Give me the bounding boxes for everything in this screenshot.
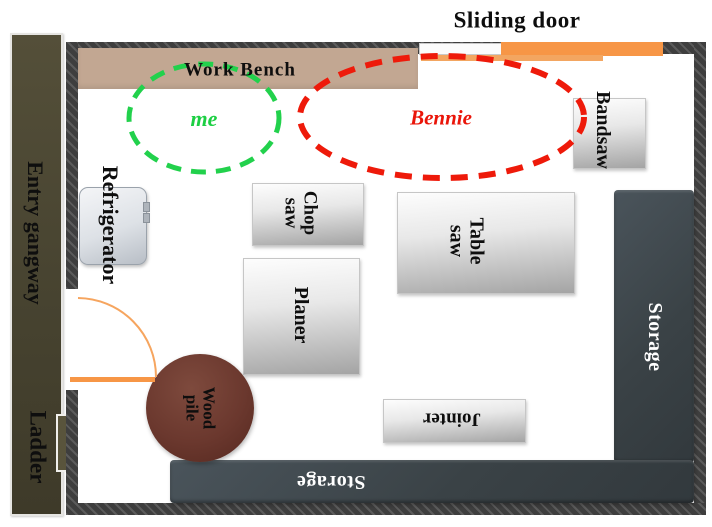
storage-bottom xyxy=(170,460,694,503)
refrigerator-label: Refrigerator xyxy=(98,165,124,285)
table-saw-label: Table saw xyxy=(445,217,488,265)
sliding-door-panel-inner xyxy=(421,55,603,61)
work-bench-label: Work Bench xyxy=(184,59,296,81)
refrigerator xyxy=(79,187,147,265)
work-bench xyxy=(78,48,418,89)
wall-bottom xyxy=(66,503,706,515)
bennie-zone-label: Bennie xyxy=(410,105,472,130)
chop-saw xyxy=(252,183,364,246)
wood-pile-label: Wood pile xyxy=(182,386,219,430)
table-saw xyxy=(397,192,575,294)
planer-label: Planer xyxy=(290,286,313,344)
me-zone-ellipse xyxy=(126,61,282,175)
storage-right xyxy=(614,190,694,463)
wood-pile xyxy=(146,354,254,462)
chop-saw-label: Chop saw xyxy=(280,190,321,236)
entry-door-panel xyxy=(70,377,155,382)
entry-gangway-label: Entry gangway xyxy=(23,161,49,305)
wall-left-lower xyxy=(66,390,78,515)
wall-right xyxy=(694,42,706,515)
planer xyxy=(243,258,360,375)
bennie-zone-ellipse xyxy=(297,53,587,181)
bandsaw-label: Bandsaw xyxy=(592,91,615,169)
refrigerator-handle xyxy=(143,213,150,223)
entry-door-arc xyxy=(77,297,157,378)
ladder-label: Ladder xyxy=(25,410,51,484)
storage-right-label: Storage xyxy=(644,302,667,372)
entry-gangway-bar xyxy=(10,33,63,516)
jointer xyxy=(383,399,526,443)
refrigerator-handle xyxy=(143,202,150,212)
wall-left-upper xyxy=(66,42,78,289)
storage-bottom-label: Storage xyxy=(296,471,366,494)
jointer-label: Jointer xyxy=(422,408,482,430)
me-zone-label: me xyxy=(190,105,218,131)
sliding-door-label: Sliding door xyxy=(453,7,581,33)
sliding-door-panel-outer xyxy=(501,42,663,56)
